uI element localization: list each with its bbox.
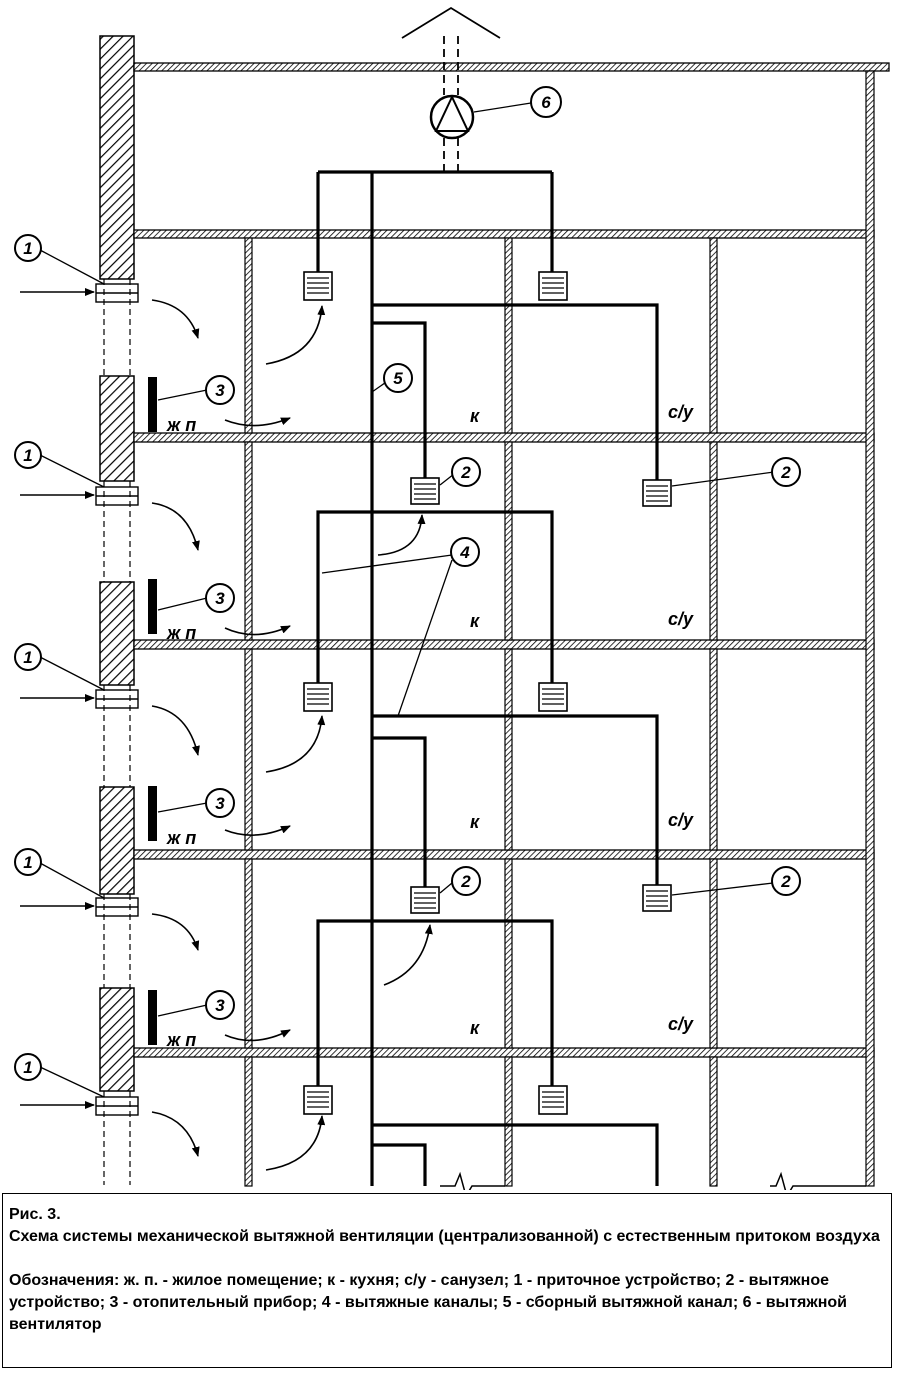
callout-inlet: 1 [23,648,32,667]
callout-heater: 3 [215,996,225,1015]
callout-exhaust-device: 2 [460,463,471,482]
room-label-living: ж п [166,1030,196,1050]
inlet-devices [95,283,139,1116]
room-label-living: ж п [166,828,196,848]
room-label-kitchen: к [470,1018,480,1038]
ventilation-scheme-diagram: 1 1 1 1 1 6 3 3 3 3 2 2 2 2 5 4 ж п ж п … [14,6,890,1190]
partitions [244,70,875,1187]
callout-inlet: 1 [23,239,32,258]
exhaust-grilles [303,271,672,1115]
room-label-living: ж п [166,623,196,643]
callout-heater: 3 [215,589,225,608]
callout-fan: 6 [541,93,551,112]
callout-heater: 3 [215,794,225,813]
room-labels: ж п ж п ж п ж п к к к к с/у с/у с/у с/у [166,402,694,1050]
callout-exhaust-device: 2 [460,872,471,891]
room-label-bathroom: с/у [668,402,694,422]
heater-icons [148,377,157,1045]
callout-exhaust-device: 2 [780,463,791,482]
callout-inlet: 1 [23,853,32,872]
callout-numbers: 1 1 1 1 1 6 3 3 3 3 2 2 2 2 5 4 [23,93,791,1077]
exterior-wall [99,35,135,1185]
break-symbols [440,1171,866,1190]
callout-inlet: 1 [23,446,32,465]
room-label-kitchen: к [470,812,480,832]
figure-caption: Рис. 3. Схема системы механической вытяж… [2,1193,892,1368]
branch-ducts [316,172,659,1186]
callout-heater: 3 [215,381,225,400]
room-label-bathroom: с/у [668,810,694,830]
callout-inlet: 1 [23,1058,32,1077]
callout-exhaust-device: 2 [780,872,791,891]
room-label-kitchen: к [470,406,480,426]
figure-legend: Обозначения: ж. п. - жилое помещение; к … [9,1272,847,1333]
callout-exhaust-ducts: 4 [459,543,470,562]
room-label-bathroom: с/у [668,609,694,629]
room-label-living: ж п [166,415,196,435]
figure-number: Рис. 3. [9,1206,61,1223]
leader-lines [39,102,775,1098]
callout-collector-duct: 5 [393,369,403,388]
figure-title: Схема системы механической вытяжной вент… [9,1228,880,1245]
room-label-bathroom: с/у [668,1014,694,1034]
exhaust-grille-icon [303,271,672,1115]
roof-exhaust-stack [401,6,501,172]
exhaust-fan-icon [429,94,475,140]
room-label-kitchen: к [470,611,480,631]
callout-circles [14,86,801,1081]
airflow-arrows [20,288,433,1171]
collector-duct [318,170,552,1186]
